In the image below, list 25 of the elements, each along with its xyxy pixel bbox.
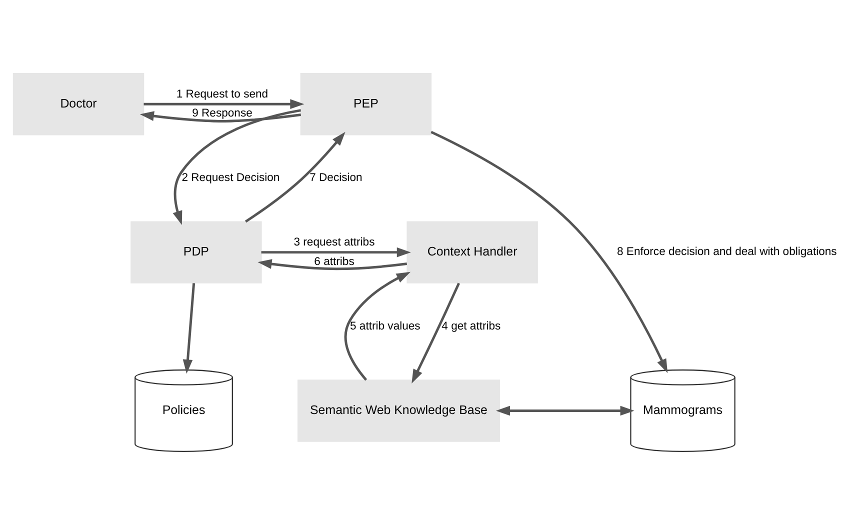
arrow bbox=[344, 271, 411, 380]
arrow bbox=[430, 130, 668, 373]
edge-label: 7 Decision bbox=[310, 172, 362, 184]
arrow bbox=[182, 282, 196, 374]
arrow bbox=[258, 258, 408, 270]
arrow bbox=[261, 246, 411, 257]
arrow bbox=[144, 98, 304, 108]
edge-label: 2 Request Decision bbox=[182, 172, 280, 184]
edge-label: 9 Response bbox=[192, 107, 252, 120]
arrow bbox=[244, 131, 346, 222]
arrow bbox=[172, 108, 302, 225]
edge-label: 5 attrib values bbox=[350, 320, 420, 332]
node-box: Context Handler bbox=[406, 220, 538, 283]
node-box: Doctor bbox=[12, 72, 144, 135]
arrow bbox=[412, 282, 460, 383]
node-box: PDP bbox=[130, 220, 262, 283]
edge-label: 4 get attribs bbox=[442, 320, 501, 332]
edge-label: 6 attribs bbox=[314, 255, 354, 268]
arrow bbox=[496, 405, 634, 416]
edge-label: 3 request attribs bbox=[294, 236, 375, 248]
node-box: PEP bbox=[300, 72, 432, 135]
edge-label: 8 Enforce decision and deal with obligations bbox=[617, 246, 837, 258]
edge-label: 1 Request to send bbox=[176, 88, 268, 100]
arrow bbox=[140, 110, 302, 122]
node-box: Semantic Web Knowledge Base bbox=[297, 379, 500, 442]
